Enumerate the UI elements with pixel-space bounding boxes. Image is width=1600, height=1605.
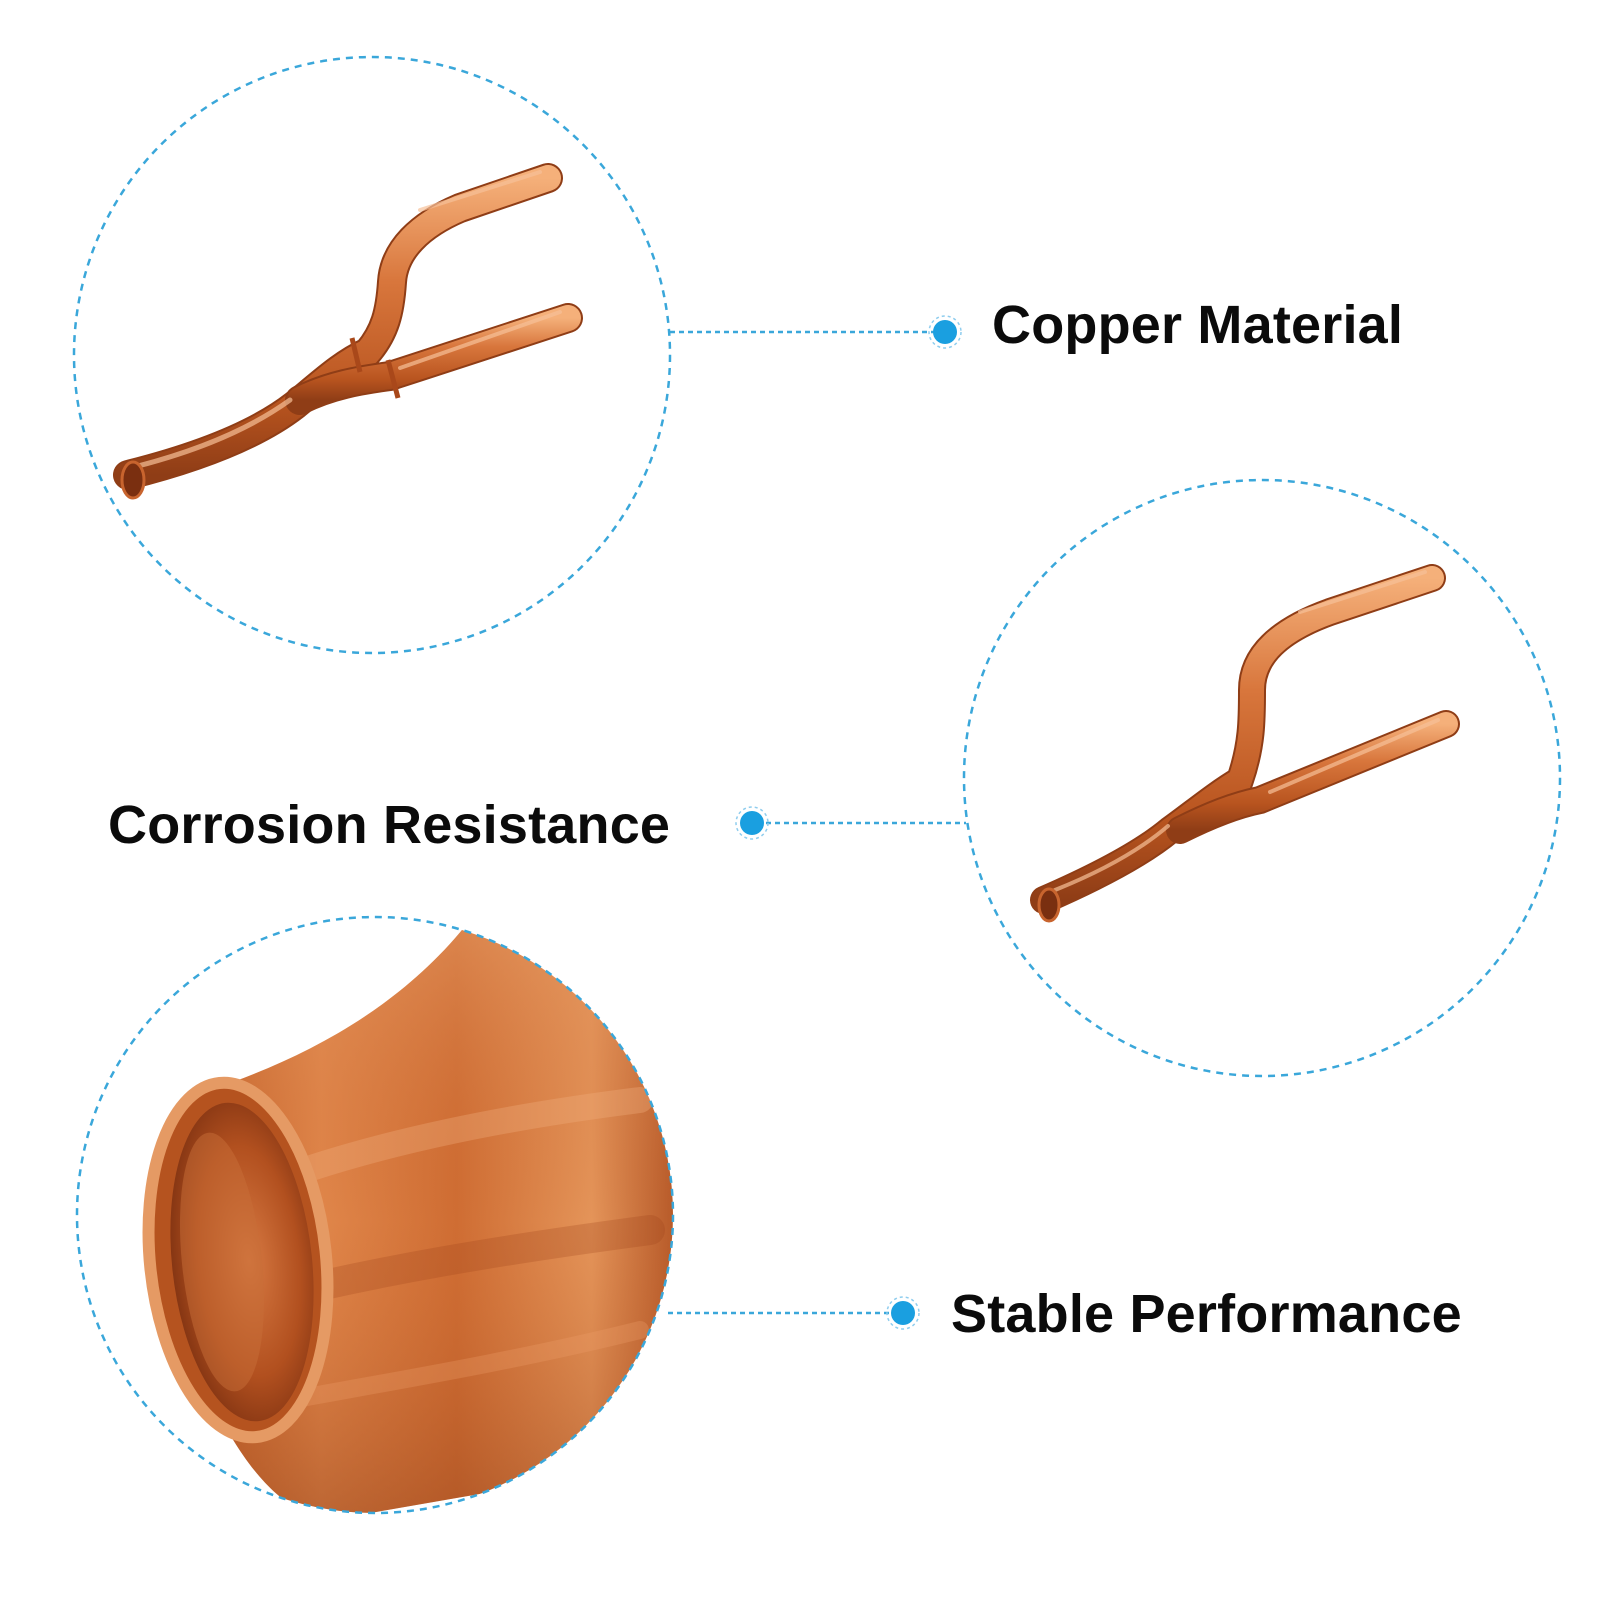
feature-circle-3	[75, 915, 675, 1515]
dot-icon	[886, 1296, 920, 1330]
copper-y-branch-image-2	[1030, 564, 1460, 923]
copper-pipe-closeup-image	[142, 920, 673, 1513]
feature-circle-1	[72, 55, 672, 655]
copper-y-branch-image-1	[113, 163, 583, 500]
feature-label-stable-performance: Stable Performance	[951, 1284, 1462, 1344]
feature-label-corrosion-resistance: Corrosion Resistance	[108, 795, 671, 855]
feature-label-copper-material: Copper Material	[992, 295, 1404, 355]
feature-circle-2	[962, 478, 1562, 1078]
dot-icon	[928, 315, 962, 349]
dot-icon	[735, 806, 769, 840]
